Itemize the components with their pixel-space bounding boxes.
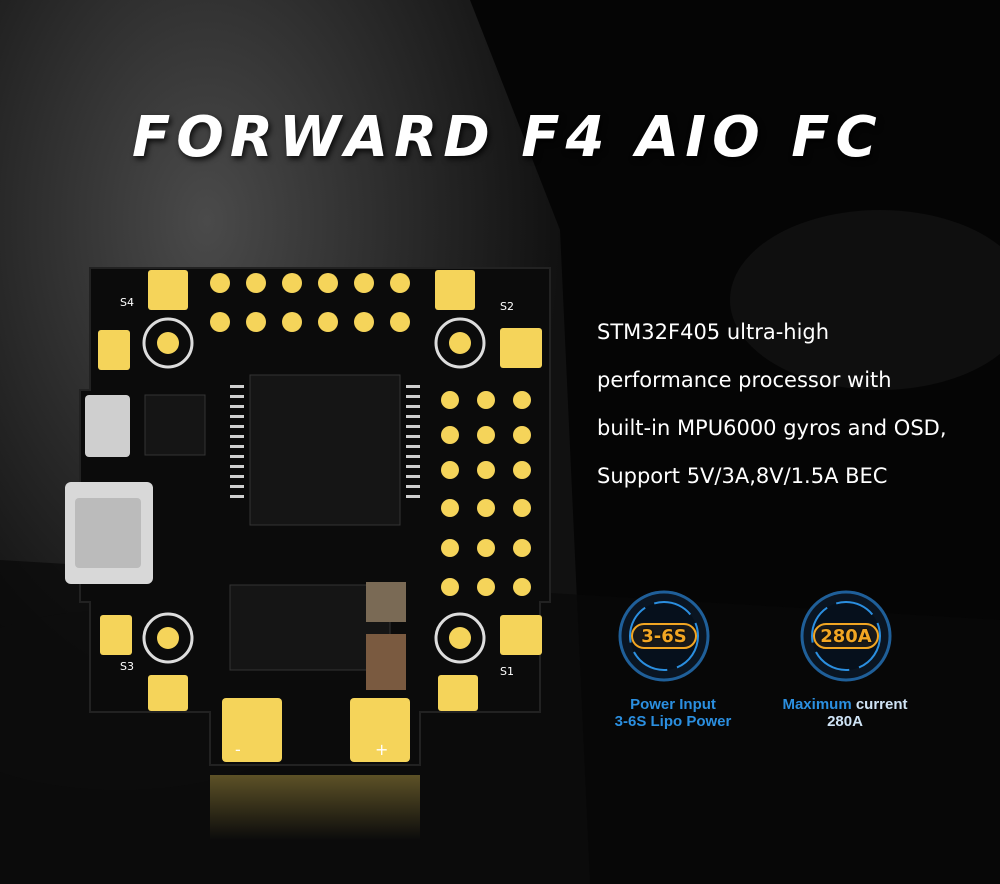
label-plus: +	[375, 740, 388, 759]
max-current-badge: 280A	[798, 588, 894, 684]
caption-line2: 3-6S Lipo Power	[614, 713, 732, 730]
badge-ring-icon	[800, 590, 892, 682]
badge-value: 280A	[820, 625, 872, 647]
description-line: Support 5V/3A,8V/1.5A BEC	[597, 464, 888, 488]
label-s1: S1	[500, 665, 514, 678]
caption-line2: 280A	[827, 713, 863, 730]
product-description: STM32F405 ultra-high performance process…	[597, 308, 997, 500]
label-s3: S3	[120, 660, 134, 673]
power-input-caption: Power Input 3-6S Lipo Power	[588, 696, 758, 730]
description-line: performance processor with	[597, 368, 892, 392]
power-input-badge: 3-6S	[616, 588, 712, 684]
label-s4: S4	[120, 296, 134, 309]
description-line: built-in MPU6000 gyros and OSD,	[597, 416, 947, 440]
caption-line1: Power Input	[630, 696, 716, 713]
caption-word: Maximum	[782, 696, 852, 713]
page-title: FORWARD F4 AIO FC	[132, 105, 883, 170]
caption-line1: Maximum current	[760, 696, 930, 713]
badge-value: 3-6S	[641, 625, 687, 647]
flight-controller-board-image: S4 S2 S3 S1 - +	[65, 267, 551, 840]
max-current-caption: Maximum current 280A	[760, 696, 930, 730]
badge-ring-icon	[618, 590, 710, 682]
caption-word: current	[855, 696, 908, 713]
label-s2: S2	[500, 300, 514, 313]
label-minus: -	[235, 740, 241, 759]
description-line: STM32F405 ultra-high	[597, 320, 830, 344]
